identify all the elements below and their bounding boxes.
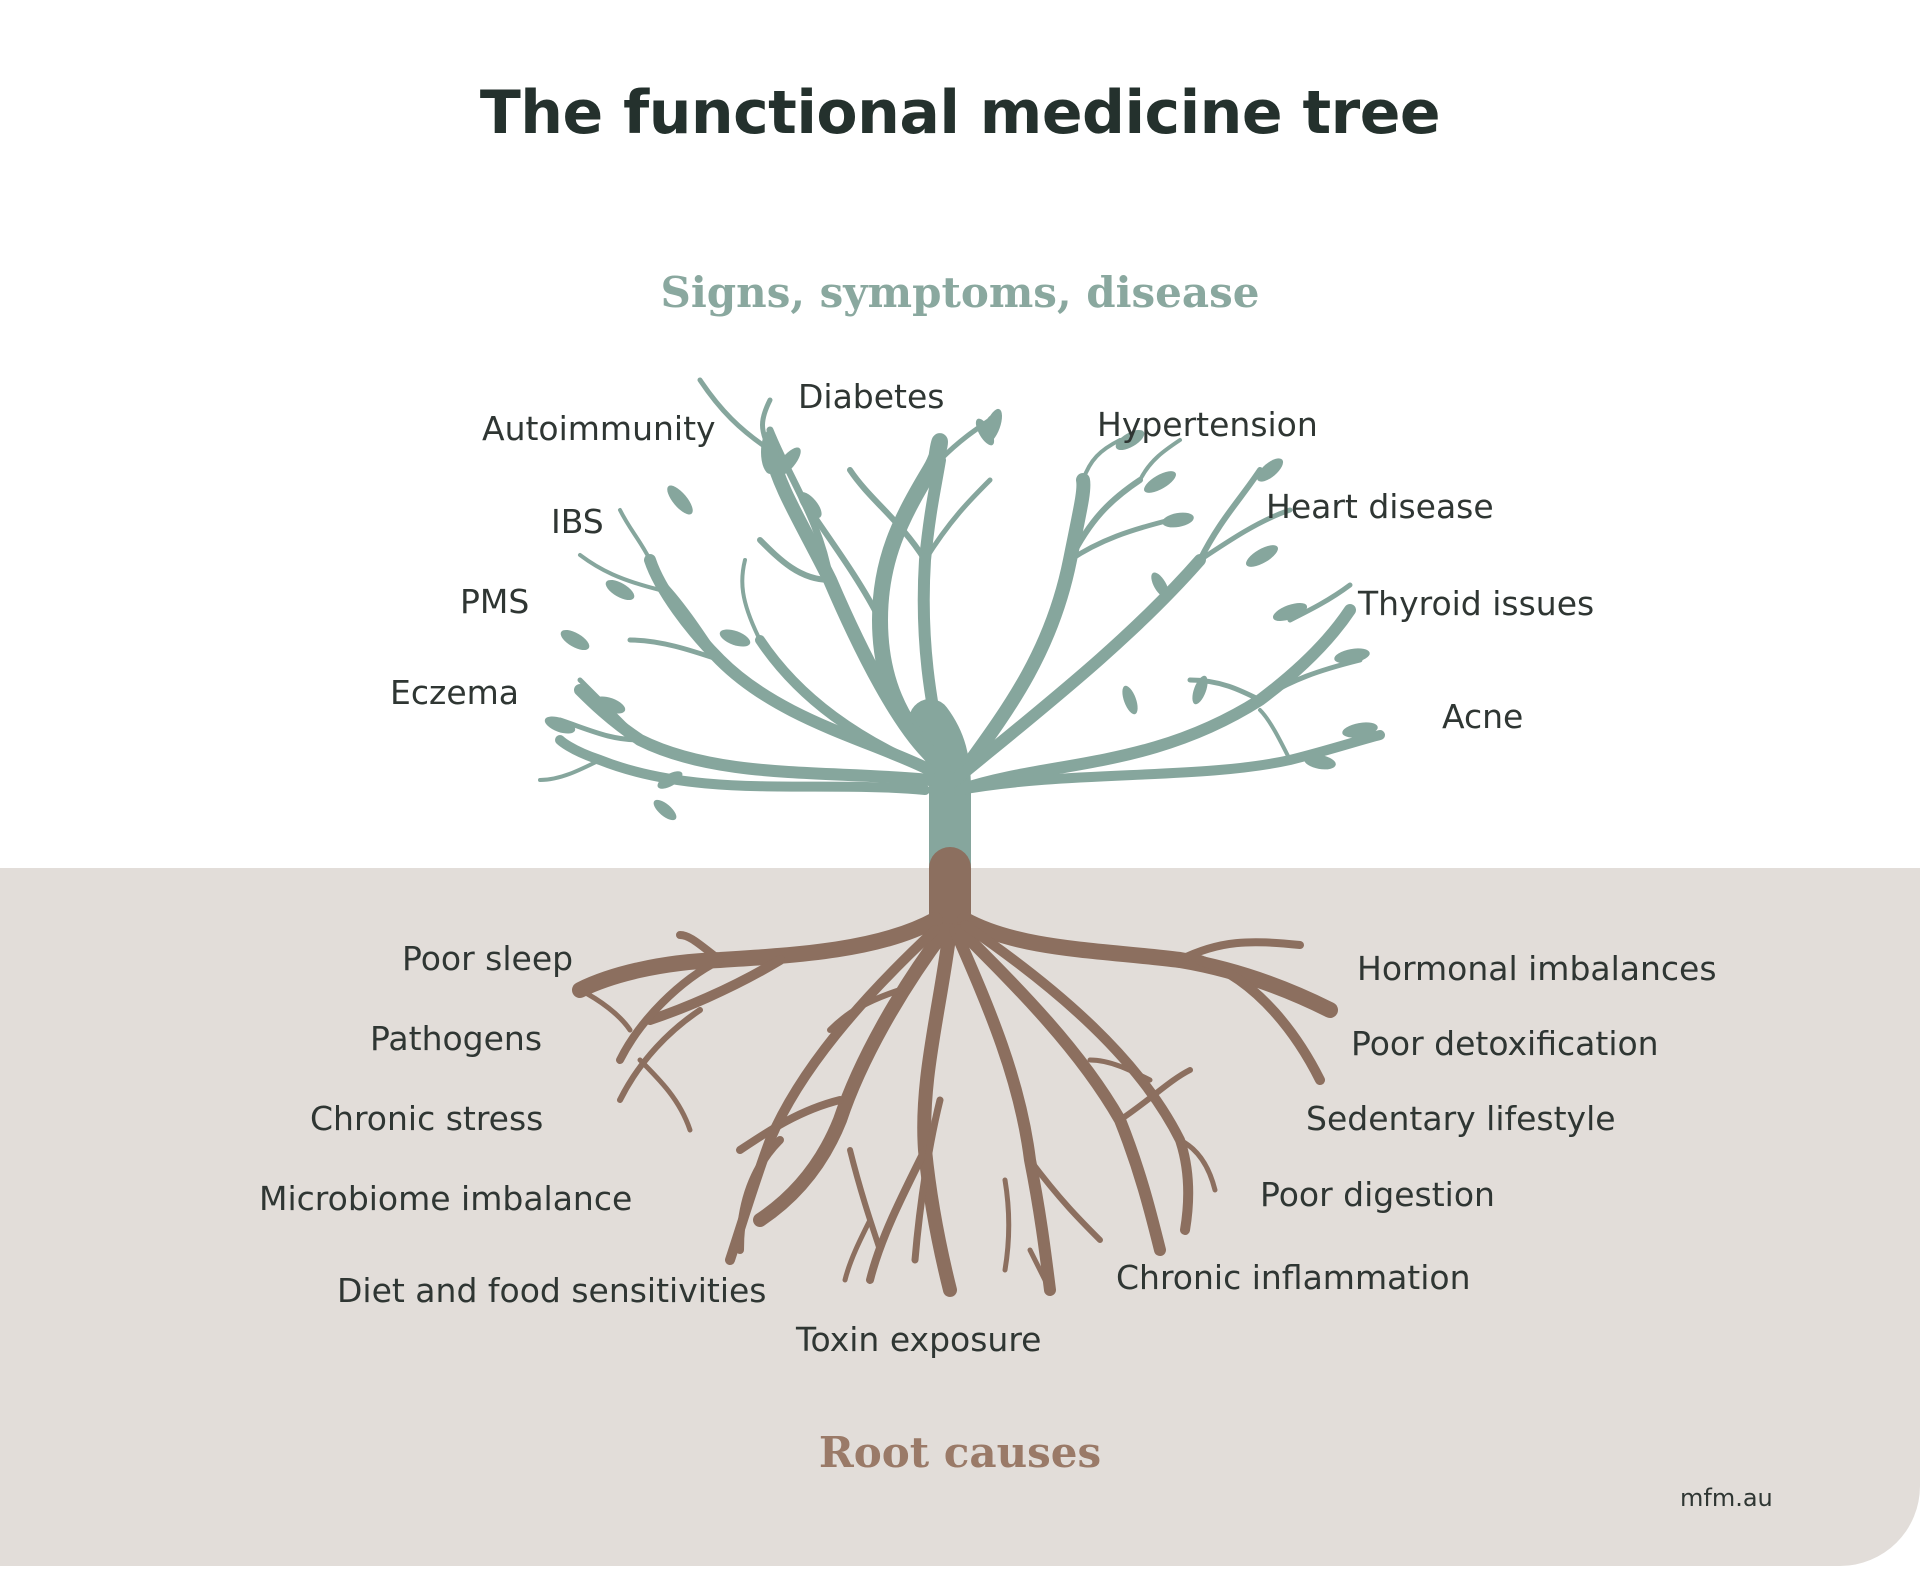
root-label-pathogens: Pathogens xyxy=(370,1019,543,1058)
root-label-toxin-exposure: Toxin exposure xyxy=(796,1320,1042,1359)
root-label-sedentary-lifestyle: Sedentary lifestyle xyxy=(1306,1099,1616,1138)
root-label-diet-food-sensitivities: Diet and food sensitivities xyxy=(337,1271,767,1310)
root-label-microbiome-imbalance: Microbiome imbalance xyxy=(259,1179,633,1218)
source-credit: mfm.au xyxy=(1680,1484,1773,1512)
root-label-chronic-stress: Chronic stress xyxy=(310,1099,544,1138)
root-label-poor-detoxification: Poor detoxification xyxy=(1351,1024,1659,1063)
root-label-poor-digestion: Poor digestion xyxy=(1260,1175,1495,1214)
roots-heading: Root causes xyxy=(818,1428,1102,1477)
canopy-heading: Signs, symptoms, disease xyxy=(660,268,1260,317)
tree-roots xyxy=(572,847,1338,1297)
canopy-label-ibs: IBS xyxy=(551,502,604,541)
root-label-poor-sleep: Poor sleep xyxy=(402,939,574,978)
canopy-label-heart-disease: Heart disease xyxy=(1266,487,1494,526)
page-title: The functional medicine tree xyxy=(479,78,1441,148)
canopy-label-hypertension: Hypertension xyxy=(1097,405,1318,444)
canopy-label-diabetes: Diabetes xyxy=(798,377,945,416)
canopy-label-thyroid-issues: Thyroid issues xyxy=(1358,584,1595,623)
root-label-chronic-inflammation: Chronic inflammation xyxy=(1116,1258,1471,1297)
canopy-label-pms: PMS xyxy=(460,582,530,621)
soil-background xyxy=(0,868,1920,1566)
canopy-label-eczema: Eczema xyxy=(390,673,519,712)
root-label-hormonal-imbalances: Hormonal imbalances xyxy=(1357,949,1717,988)
canopy-label-autoimmunity: Autoimmunity xyxy=(482,409,716,448)
tree-canopy xyxy=(538,377,1385,891)
canopy-label-acne: Acne xyxy=(1442,697,1524,736)
tree-leaves xyxy=(544,408,1378,821)
